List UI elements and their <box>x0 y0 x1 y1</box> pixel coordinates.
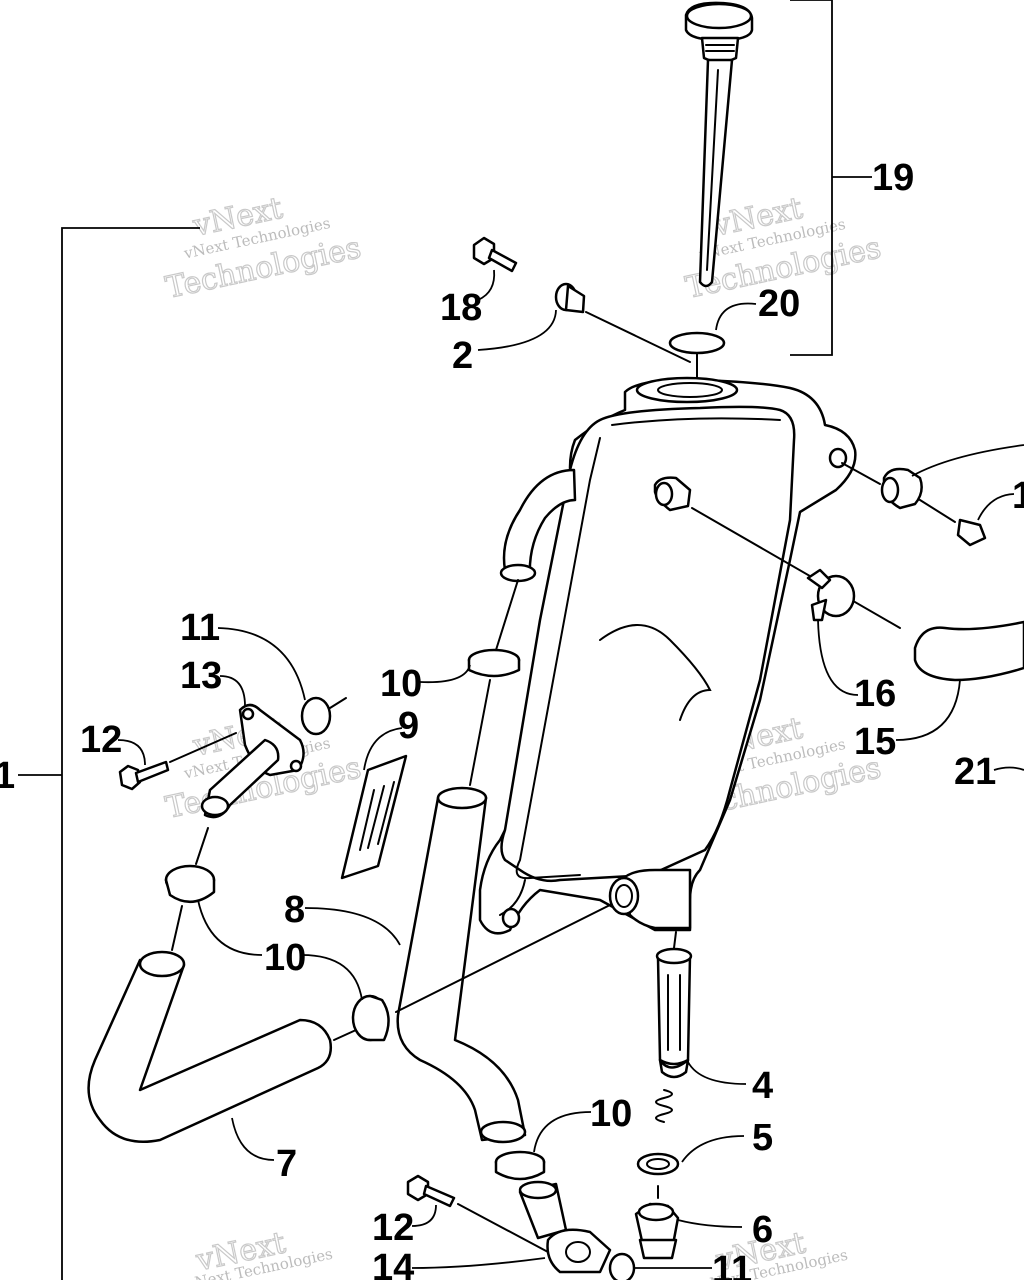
hose-15-icon <box>913 620 1024 682</box>
callout-10-bottom: 10 <box>590 1093 632 1135</box>
callout-8: 8 <box>284 889 305 931</box>
hose-clamp-10-bottom-icon <box>494 1150 546 1181</box>
callout-17: 1 <box>1012 475 1024 517</box>
oil-tank-icon <box>478 376 857 935</box>
decal-9-icon <box>340 754 408 880</box>
hose-clamp-10-top-icon <box>467 648 521 678</box>
fitting-13-icon <box>200 703 305 819</box>
callout-1: 1 <box>0 755 15 797</box>
callout-7: 7 <box>276 1143 297 1185</box>
callout-12-bottom: 12 <box>372 1207 414 1249</box>
gasket-11-bottom-icon <box>608 1252 636 1280</box>
grommet-2-icon <box>554 282 586 314</box>
leader-lines <box>117 269 1024 1269</box>
watermark-bottom-left: vNext vNext Technologies <box>184 1225 334 1280</box>
hose-8-icon <box>396 786 527 1144</box>
callout-21: 21 <box>954 751 996 793</box>
spring-icon <box>655 1089 673 1123</box>
callout-10-top: 10 <box>380 663 422 705</box>
dipstick-cap-icon <box>684 1 754 288</box>
screen-filter-4-icon <box>655 947 693 1079</box>
bolt-12-top-icon <box>118 732 237 791</box>
assembly-line-10-middle <box>333 1029 357 1041</box>
callout-20: 20 <box>758 283 800 325</box>
assembly-line-10-top <box>495 579 519 651</box>
tank-grommet-icon <box>653 476 692 512</box>
drain-plug-6-icon <box>634 1202 680 1260</box>
callout-5: 5 <box>752 1117 773 1159</box>
mount-bushing-icon <box>841 462 987 547</box>
callout-13: 13 <box>180 655 222 697</box>
watermark-top-right: vNext vNext Technologies Technologies <box>682 190 885 306</box>
assembly-line-4 <box>673 931 677 949</box>
assembly-line-8-top <box>469 679 491 786</box>
gasket-11-icon <box>300 696 332 736</box>
assembly-bracket-1 <box>18 227 200 1280</box>
callout-10-middle: 10 <box>264 937 306 979</box>
assembly-line-tank-outlet <box>395 904 611 1013</box>
callout-14: 14 <box>372 1247 414 1280</box>
callout-19: 19 <box>872 157 914 199</box>
callout-4: 4 <box>752 1065 773 1107</box>
assembly-line-10-left <box>195 827 209 865</box>
fitting-14-icon <box>518 1180 612 1274</box>
callout-11-top: 11 <box>180 607 220 649</box>
assembly-line-7 <box>171 905 183 951</box>
hose-clamp-10-middle-icon <box>351 994 390 1042</box>
washer-5-icon <box>636 1152 680 1176</box>
hose-clamp-16-icon <box>806 568 856 622</box>
callout-16: 16 <box>854 673 896 715</box>
callout-6: 6 <box>752 1209 773 1251</box>
bolt-18-icon <box>472 236 518 273</box>
assembly-line-11 <box>329 697 347 709</box>
hose-clamp-10-left-icon <box>164 864 216 903</box>
o-ring-icon <box>668 331 726 355</box>
callout-18: 18 <box>440 287 482 329</box>
assembly-bracket-19 <box>790 0 872 356</box>
assembly-line-16 <box>691 507 901 629</box>
callout-9: 9 <box>398 705 419 747</box>
callout-11-bottom: 11 <box>712 1249 752 1280</box>
callout-12-top: 12 <box>80 719 122 761</box>
hose-7-icon <box>87 950 332 1144</box>
bolt-12-bottom-icon <box>406 1174 549 1253</box>
watermark-top-left: vNext vNext Technologies Technologies <box>162 190 365 306</box>
callout-15: 15 <box>854 721 896 763</box>
assembly-line-2 <box>585 311 691 363</box>
callout-2: 2 <box>452 335 473 377</box>
